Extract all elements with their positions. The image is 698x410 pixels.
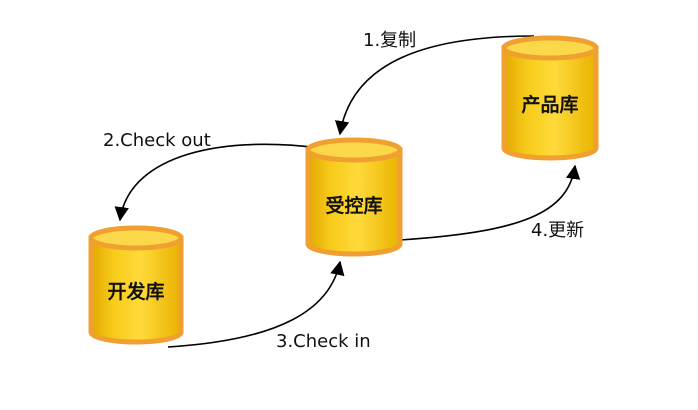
development-repository: 开发库 bbox=[88, 225, 184, 345]
update-label: 4.更新 bbox=[531, 220, 584, 241]
checkout-arrow bbox=[114, 143, 321, 222]
checkin-arrow bbox=[167, 260, 345, 348]
product-repository: 产品库 bbox=[501, 35, 599, 161]
checkout-label: 2.Check out bbox=[103, 130, 211, 151]
controlled-repository-label: 受控库 bbox=[325, 194, 382, 217]
controlled-repository: 受控库 bbox=[305, 137, 403, 257]
product-repository-label: 产品库 bbox=[521, 93, 578, 116]
development-repository-label: 开发库 bbox=[107, 280, 164, 303]
update-arrow bbox=[399, 164, 581, 241]
copy-label: 1.复制 bbox=[363, 30, 416, 51]
checkin-label: 3.Check in bbox=[276, 331, 371, 352]
copy-arrow bbox=[334, 35, 535, 136]
